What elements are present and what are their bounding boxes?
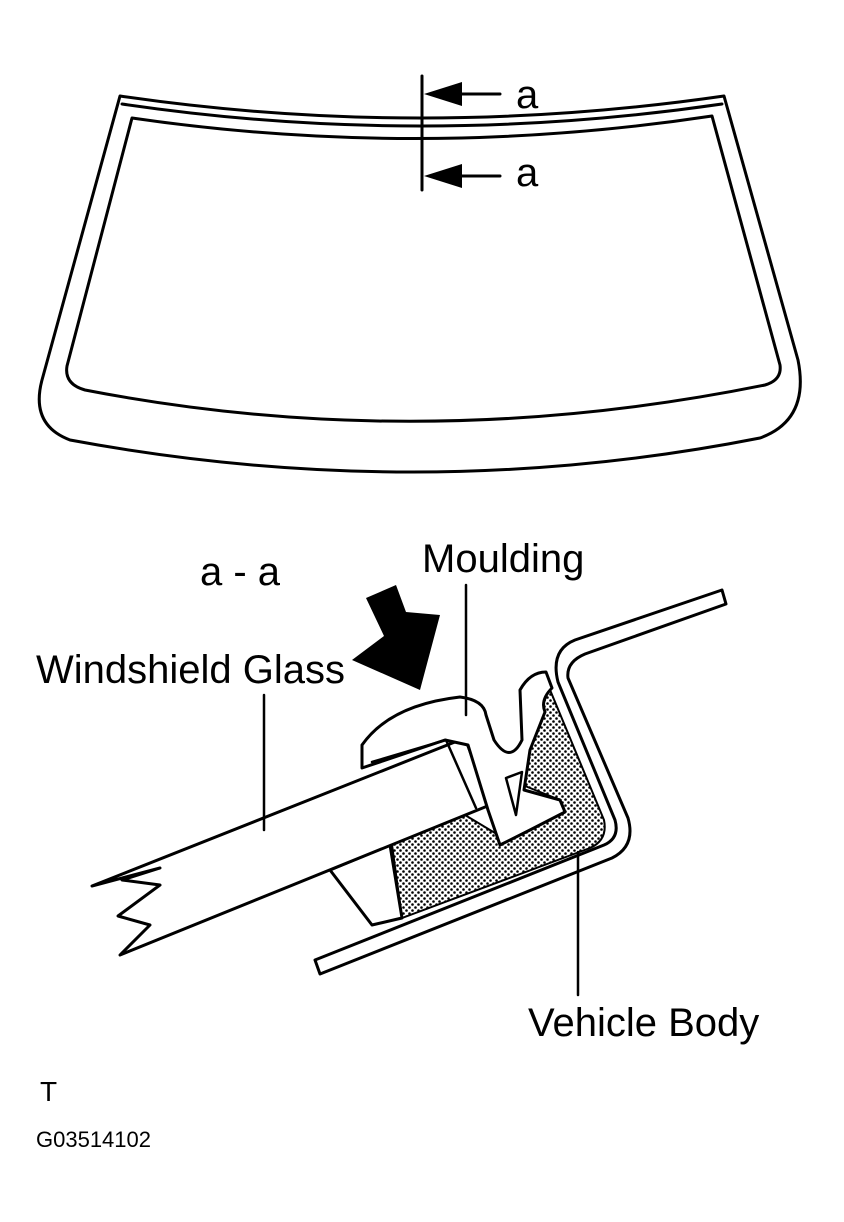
section-marker-top: a	[516, 73, 539, 117]
windshield-inner-outline	[65, 114, 782, 423]
section-title: a - a	[200, 550, 281, 594]
view-code: T	[40, 1076, 57, 1107]
windshield-outer-outline	[37, 94, 802, 474]
section-marker-bottom: a	[516, 151, 539, 195]
windshield-front-view: a a	[37, 73, 802, 474]
section-arrow-bottom	[424, 164, 502, 188]
cross-section-view: a - a Moulding Windshield Glass Vehicle …	[36, 537, 759, 1045]
windshield-glass-label: Windshield Glass	[36, 648, 345, 692]
vehicle-body-panel	[313, 588, 728, 976]
moulding-channel	[370, 738, 478, 810]
moulding-profile	[360, 670, 567, 847]
vehicle-body-label: Vehicle Body	[528, 1001, 759, 1045]
moulding-label: Moulding	[422, 537, 584, 581]
section-arrow-top	[424, 82, 502, 106]
figure-id: G03514102	[36, 1127, 151, 1152]
moulding-lip	[504, 770, 524, 817]
windshield-glass-section	[90, 736, 492, 957]
press-direction-arrow	[352, 585, 440, 690]
